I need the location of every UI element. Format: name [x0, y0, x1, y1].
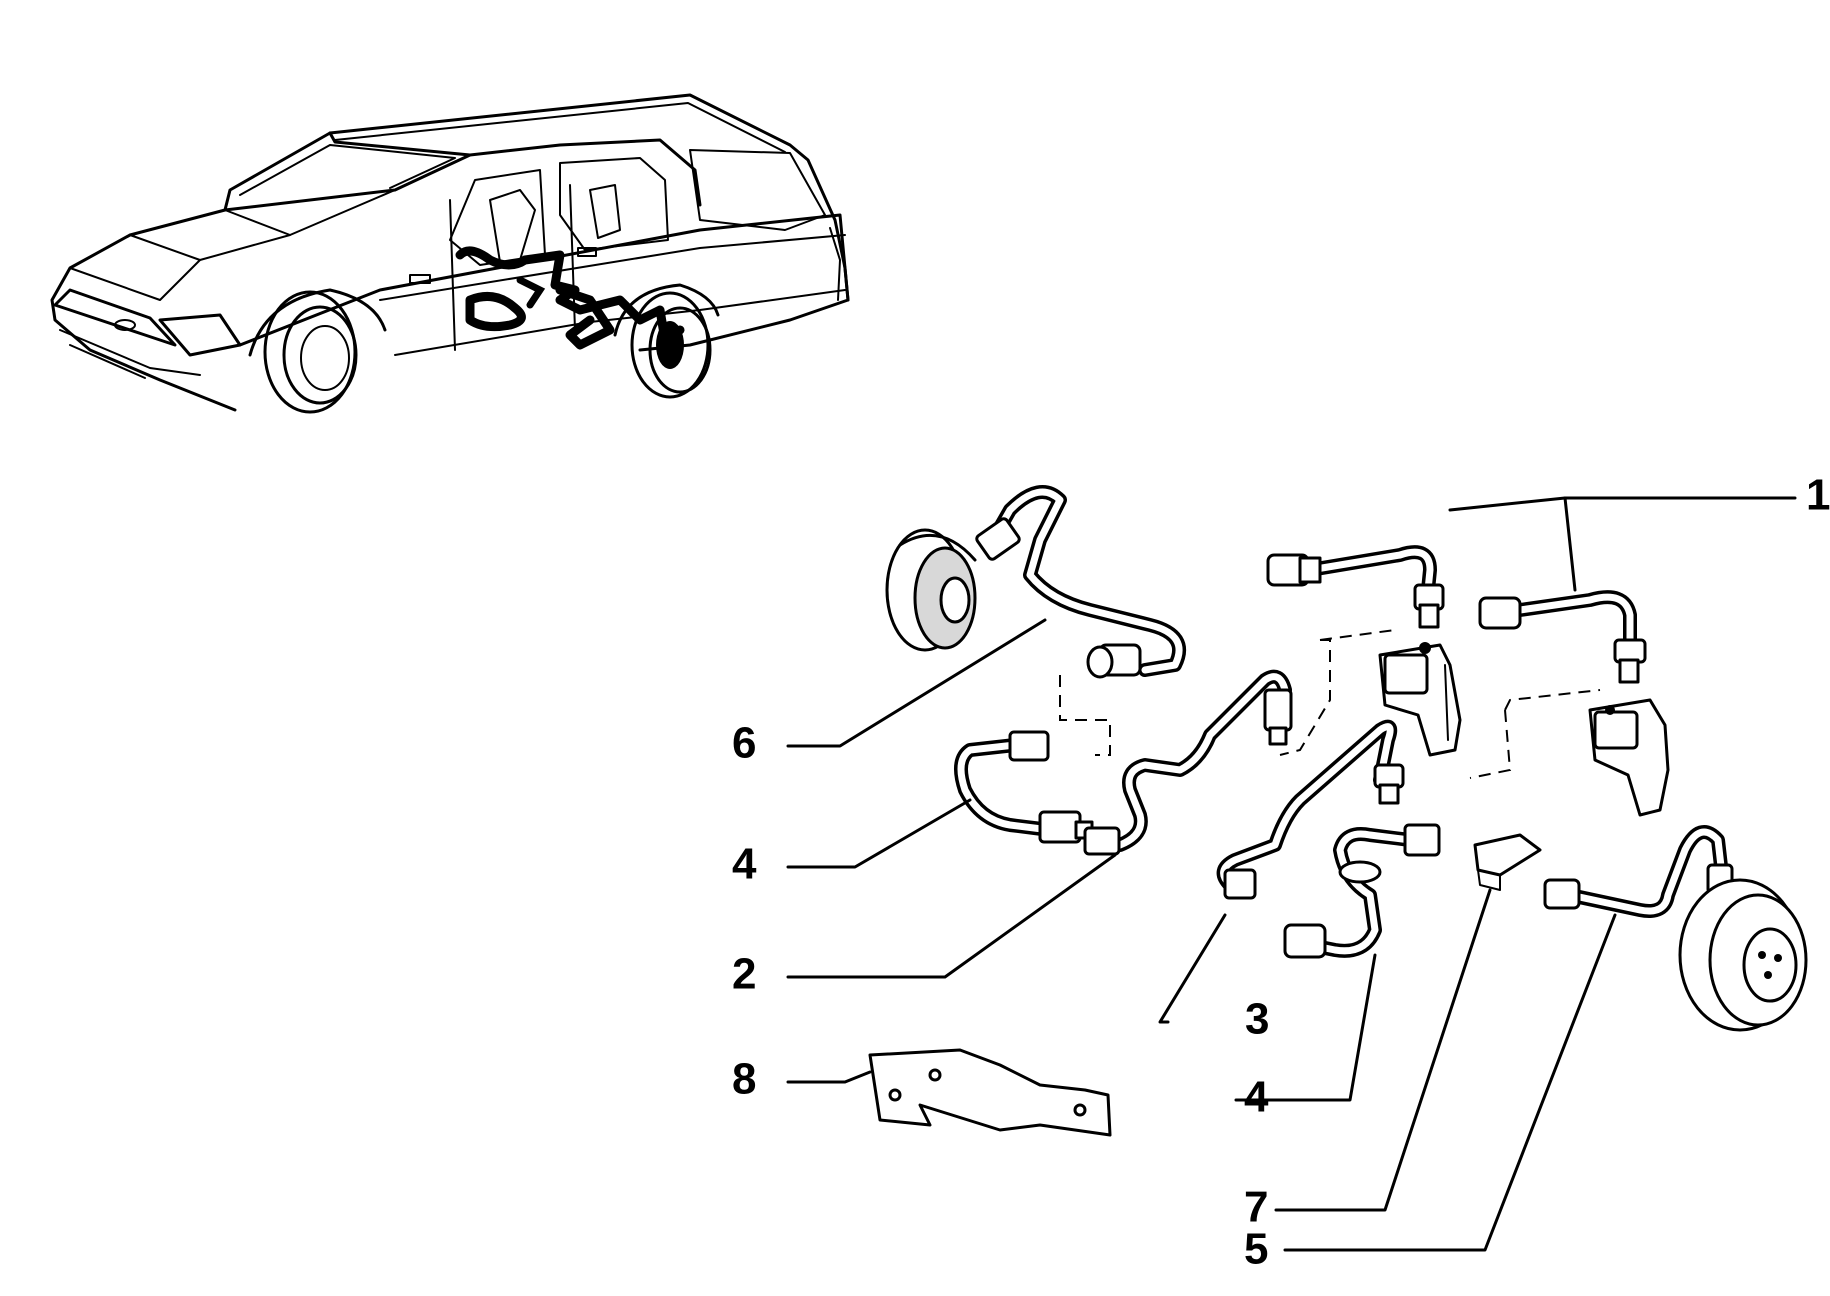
brake-caliper	[885, 528, 977, 652]
station-wagon-car	[50, 93, 850, 414]
callout-2: 2	[732, 950, 756, 999]
callout-4-left: 4	[732, 840, 757, 889]
brake-pipe-4	[954, 675, 1111, 844]
callout-8: 8	[732, 1055, 756, 1104]
callout-4-right: 4	[1244, 1073, 1269, 1122]
callout-6: 6	[732, 719, 756, 768]
brake-pipe-6	[975, 485, 1186, 679]
clip-7	[1473, 833, 1542, 891]
pressure-regulator	[1279, 629, 1670, 817]
callout-1: 1	[1806, 471, 1830, 520]
bracket-8	[868, 1048, 1112, 1137]
leader-lines	[786, 496, 1797, 1252]
brake-drum	[1678, 878, 1808, 1032]
brake-pipe-1	[1266, 545, 1647, 684]
brake-pipe-3	[1216, 719, 1405, 900]
callout-7: 7	[1244, 1183, 1268, 1232]
callout-5: 5	[1244, 1225, 1268, 1274]
brake-pipe-2	[1083, 669, 1293, 856]
brake-pipe-4	[1283, 823, 1441, 959]
callout-3: 3	[1245, 995, 1269, 1044]
